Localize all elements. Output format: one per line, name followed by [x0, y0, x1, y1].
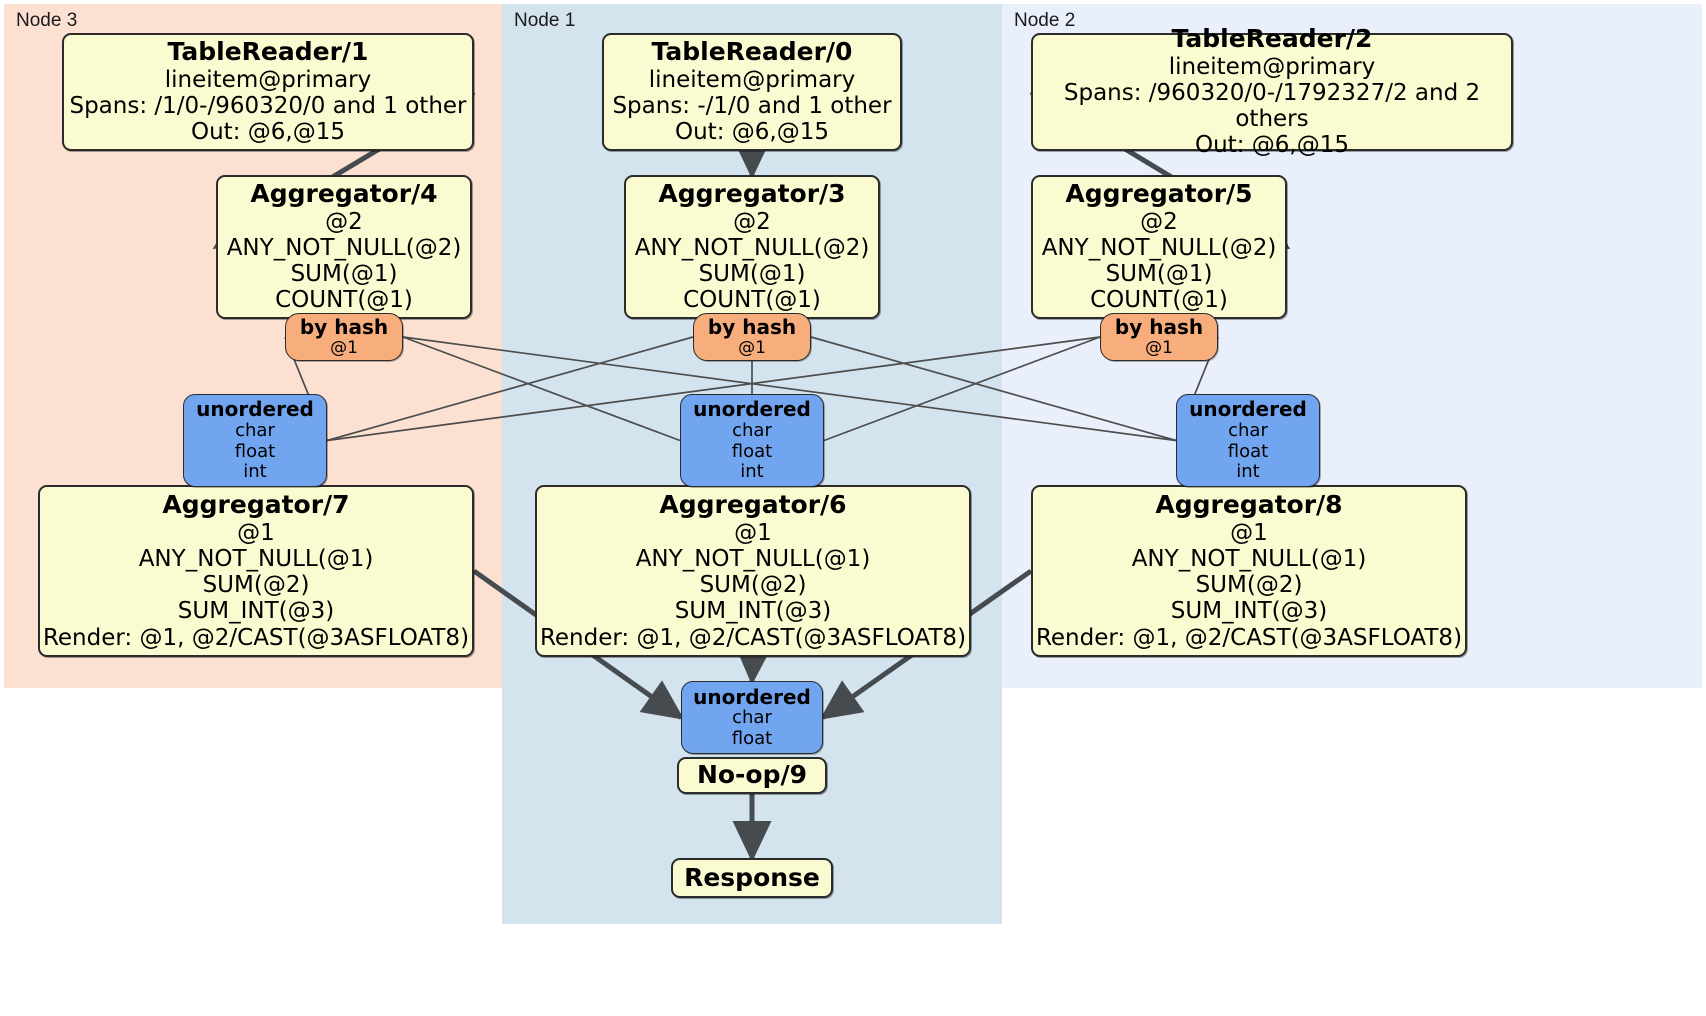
graph-node-detail-line: SUM(@2): [1195, 572, 1303, 599]
graph-node-detail-line: SUM_INT(@3): [674, 598, 832, 625]
graph-node-detail-line: Out: @6,@15: [675, 119, 829, 146]
graph-node-detail-line: @1: [1145, 337, 1173, 358]
graph-node-title: Aggregator/5: [1065, 179, 1253, 209]
graph-node-detail-line: Out: @6,@15: [191, 119, 345, 146]
node-region-label-node3: Node 3: [16, 10, 78, 31]
graph-node-title: TableReader/0: [651, 37, 853, 67]
graph-node-detail-line: int: [243, 461, 267, 483]
graph-node-detail-line: int: [740, 461, 764, 483]
graph-node-detail-line: float: [1227, 440, 1269, 462]
graph-node-hash4[interactable]: by hash@1: [285, 313, 403, 361]
graph-node-detail-line: ANY_NOT_NULL(@1): [1131, 545, 1367, 572]
edge-hash5-to-sync7: [326, 336, 1101, 442]
graph-node-title: TableReader/2: [1171, 24, 1373, 54]
edge-hash3-to-sync8: [810, 336, 1177, 442]
edge-hash3-to-sync7: [326, 336, 694, 442]
graph-node-detail-line: Render: @1, @2/CAST(@3ASFLOAT8): [42, 624, 470, 651]
graph-node-detail-line: SUM_INT(@3): [177, 598, 335, 625]
graph-node-detail-line: float: [234, 440, 276, 462]
graph-node-detail-line: SUM(@1): [698, 261, 806, 288]
node-region-label-node1: Node 1: [514, 10, 576, 31]
graph-node-detail-line: ANY_NOT_NULL(@1): [138, 545, 374, 572]
graph-node-detail-line: char: [732, 420, 772, 442]
graph-node-title: unordered: [693, 684, 811, 709]
graph-node-hash5[interactable]: by hash@1: [1100, 313, 1218, 361]
graph-node-detail-line: @2: [733, 208, 771, 235]
graph-node-title: Aggregator/4: [250, 179, 438, 209]
graph-node-detail-line: COUNT(@1): [275, 287, 413, 314]
graph-node-detail-line: ANY_NOT_NULL(@2): [634, 235, 870, 262]
graph-node-title: TableReader/1: [167, 37, 369, 67]
graph-node-detail-line: Spans: /960320/0-/1792327/2 and 2 others: [1063, 80, 1481, 133]
graph-node-detail-line: int: [1236, 461, 1260, 483]
graph-node-title: by hash: [299, 314, 389, 339]
graph-node-noop9[interactable]: No-op/9: [677, 757, 827, 794]
edge-agg6-to-sync9: [734, 643, 774, 685]
graph-node-detail-line: Render: @1, @2/CAST(@3ASFLOAT8): [539, 624, 967, 651]
graph-node-title: by hash: [1114, 314, 1204, 339]
graph-node-title: Aggregator/6: [659, 490, 847, 520]
node-region-label-node2: Node 2: [1014, 10, 1076, 31]
graph-node-detail-line: ANY_NOT_NULL(@2): [226, 235, 462, 262]
graph-node-detail-line: char: [732, 707, 772, 729]
graph-node-detail-line: Spans: /1/0-/960320/0 and 1 other: [69, 93, 467, 120]
graph-node-title: by hash: [707, 314, 797, 339]
graph-node-detail-line: @2: [325, 208, 363, 235]
edge-hash4-to-sync6: [402, 336, 681, 442]
graph-node-title: Aggregator/8: [1155, 490, 1343, 520]
graph-node-hash3[interactable]: by hash@1: [693, 313, 811, 361]
graph-node-detail-line: SUM_INT(@3): [1170, 598, 1328, 625]
graph-node-detail-line: Spans: -/1/0 and 1 other: [612, 93, 892, 120]
graph-node-title: Response: [684, 862, 820, 892]
graph-node-detail-line: lineitem@primary: [648, 66, 856, 93]
graph-node-detail-line: float: [731, 727, 773, 749]
graph-node-detail-line: @1: [1230, 519, 1268, 546]
edge-hash4-to-sync8: [402, 336, 1177, 442]
graph-node-detail-line: SUM(@2): [699, 572, 807, 599]
graph-node-detail-line: COUNT(@1): [1090, 287, 1228, 314]
graph-node-detail-line: float: [731, 440, 773, 462]
graph-node-detail-line: ANY_NOT_NULL(@2): [1041, 235, 1277, 262]
graph-node-detail-line: lineitem@primary: [1168, 53, 1376, 80]
graph-node-detail-line: char: [235, 420, 275, 442]
graph-node-response[interactable]: Response: [671, 858, 833, 898]
graph-node-detail-line: Out: @6,@15: [1195, 132, 1349, 159]
graph-node-detail-line: @1: [330, 337, 358, 358]
graph-node-detail-line: char: [1228, 420, 1268, 442]
graph-node-detail-line: @2: [1140, 208, 1178, 235]
graph-node-detail-line: ANY_NOT_NULL(@1): [635, 545, 871, 572]
graph-node-detail-line: Render: @1, @2/CAST(@3ASFLOAT8): [1035, 624, 1463, 651]
graph-node-title: Aggregator/3: [658, 179, 846, 209]
graph-node-title: unordered: [1189, 397, 1307, 422]
graph-node-detail-line: @1: [734, 519, 772, 546]
graph-node-detail-line: @1: [738, 337, 766, 358]
graph-node-title: unordered: [693, 397, 811, 422]
graph-node-detail-line: @1: [237, 519, 275, 546]
graph-node-title: unordered: [196, 397, 314, 422]
graph-node-detail-line: SUM(@1): [1105, 261, 1213, 288]
graph-node-detail-line: SUM(@2): [202, 572, 310, 599]
graph-node-detail-line: SUM(@1): [290, 261, 398, 288]
edge-hash5-to-sync6: [823, 336, 1101, 442]
graph-node-title: Aggregator/7: [162, 490, 350, 520]
graph-node-detail-line: COUNT(@1): [683, 287, 821, 314]
graph-node-detail-line: lineitem@primary: [164, 66, 372, 93]
graph-node-title: No-op/9: [696, 760, 808, 790]
